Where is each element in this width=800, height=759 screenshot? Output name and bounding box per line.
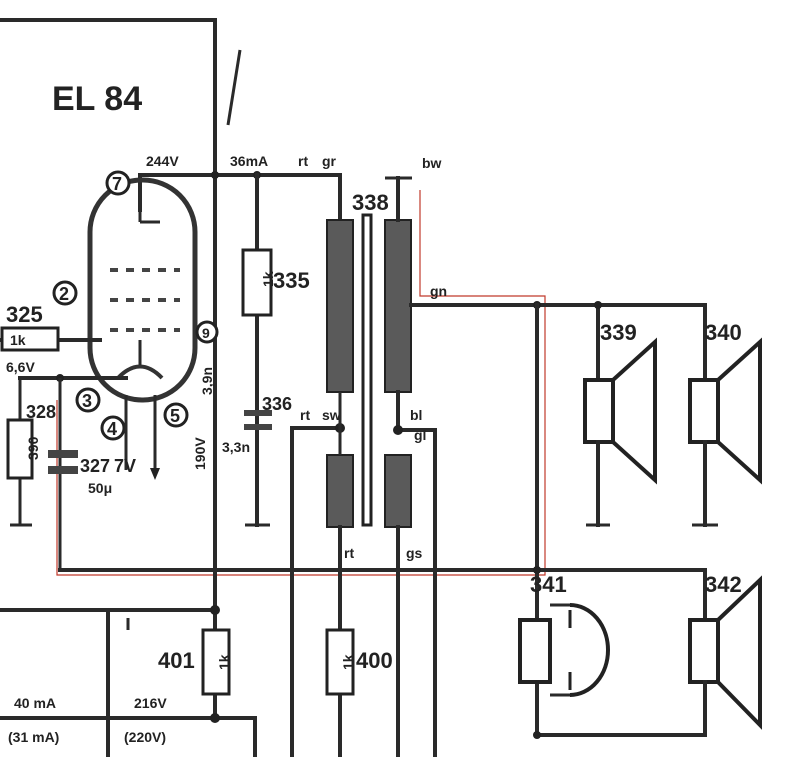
anode-current-label: 36mA — [230, 153, 268, 169]
speaker-342-label: 342 — [705, 572, 742, 597]
speaker-340-wire — [596, 303, 707, 397]
svg-text:5: 5 — [170, 406, 180, 426]
capacitor-336-color-2: sw — [322, 407, 341, 423]
svg-text:3: 3 — [82, 391, 92, 411]
resistor-400-label: 400 — [356, 648, 393, 673]
pin-2: 2 — [52, 280, 78, 306]
transformer-secondary-upper — [384, 219, 412, 393]
speaker-output-bus — [409, 303, 600, 397]
primary-tap-wire — [290, 426, 342, 757]
svg-text:2: 2 — [59, 284, 69, 304]
speaker-340 — [688, 337, 762, 527]
supply-voltage-label: 216V — [134, 695, 167, 711]
speaker-339-label: 339 — [600, 320, 637, 345]
lower-color-label: rt — [344, 545, 354, 561]
capacitor-327-plate-2 — [48, 466, 78, 474]
current-label: 40 mA — [14, 695, 56, 711]
pin-5: 5 — [163, 402, 189, 428]
supply-voltage-alt: (220V) — [124, 729, 166, 745]
svg-text:4: 4 — [107, 419, 117, 439]
capacitor-327-plate — [48, 450, 78, 458]
output-tap-label: gn — [430, 283, 447, 299]
heater-arrow — [150, 468, 160, 480]
resistor-335-label: 335 — [273, 268, 310, 293]
svg-text:9: 9 — [202, 325, 210, 341]
speaker-340-label: 340 — [705, 320, 742, 345]
screen-voltage-label: 190V — [192, 437, 208, 470]
primary-color-label-2: gr — [322, 153, 337, 169]
pin-4: 4 — [100, 415, 126, 441]
resistor-325-value: 1k — [10, 332, 26, 348]
resistor-401-value: 1k — [216, 654, 232, 670]
primary-color-label: rt — [298, 153, 308, 169]
resistor-401 — [201, 628, 231, 696]
bl-tap-label-2: gl — [414, 427, 426, 443]
capacitor-336-plate-2 — [244, 424, 272, 430]
capacitor-336-plate — [244, 410, 272, 416]
secondary-tap-wire — [396, 390, 437, 757]
resistor-328-label: 328 — [26, 402, 56, 422]
tube-cathode — [116, 364, 164, 380]
resistor-328 — [6, 418, 34, 480]
transformer-primary-upper — [326, 219, 354, 393]
top-frame-wire — [0, 18, 217, 722]
tube-grids — [110, 268, 180, 332]
secondary-color-label: bw — [422, 155, 442, 171]
resistor-335-value: 1k — [260, 271, 276, 287]
pin-9: 9 — [195, 320, 219, 344]
speaker-341 — [518, 603, 610, 697]
resistor-325-label: 325 — [6, 302, 43, 327]
current-label-alt: (31 mA) — [8, 729, 59, 745]
resistor-400-value: 1k — [340, 654, 356, 670]
bl-tap-label: bl — [410, 407, 422, 423]
transformer-label: 338 — [352, 190, 389, 215]
node — [211, 171, 219, 179]
anode-bus — [138, 173, 342, 222]
tube-type-label: EL 84 — [52, 80, 142, 118]
pointer-line — [226, 49, 242, 126]
tube-envelope — [87, 177, 198, 403]
transformer-core — [361, 213, 373, 527]
speaker-342 — [688, 575, 762, 737]
speaker-339 — [583, 337, 657, 527]
speaker-341-label: 341 — [530, 572, 567, 597]
capacitor-327-value: 50μ — [88, 480, 112, 496]
screen-cap-label: 3,9n — [199, 367, 215, 395]
transformer-primary-lower — [326, 454, 354, 528]
capacitor-336-value: 3,3n — [222, 439, 250, 455]
transformer-secondary-lower — [384, 454, 412, 528]
resistor-401-label: 401 — [158, 648, 195, 673]
lower-color-label-2: gs — [406, 545, 423, 561]
resistor-328-value: 390 — [25, 436, 41, 460]
capacitor-327-label: 327 — [80, 456, 110, 476]
svg-text:7: 7 — [112, 174, 122, 194]
pin-7: 7 — [105, 170, 131, 196]
anode-voltage-label: 244V — [146, 153, 179, 169]
capacitor-327-voltage: 7V — [114, 456, 136, 476]
resistor-335 — [241, 248, 273, 317]
pin-3: 3 — [75, 387, 101, 413]
highlight-frame — [56, 190, 546, 576]
capacitor-336-label: 336 — [262, 394, 292, 414]
resistor-400 — [325, 628, 355, 696]
resistor-325 — [0, 326, 60, 352]
heater-voltage-label: 6,6V — [6, 359, 35, 375]
capacitor-336-color: rt — [300, 407, 310, 423]
